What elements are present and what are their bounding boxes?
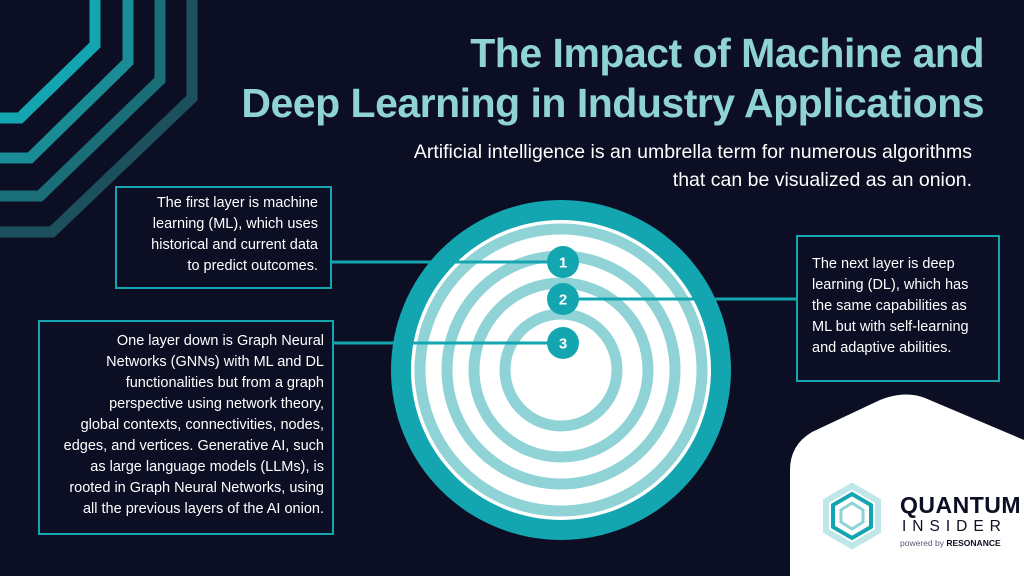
title-line-1: The Impact of Machine and [470,30,984,76]
page-subtitle: Artificial intelligence is an umbrella t… [292,138,972,194]
marker-1-label: 1 [559,255,567,272]
callout-3-line: as large language models (LLMs), is [90,459,324,475]
callout-2-line: ML but with self-learning [812,319,969,335]
callout-3-line: perspective using network theory, [109,396,324,412]
callout-machine-learning: The first layer is machine learning (ML)… [115,186,332,289]
marker-2-label: 2 [559,292,567,309]
marker-1 [547,246,579,278]
callout-3-line: Networks (GNNs) with ML and DL [106,354,324,370]
title-line-2: Deep Learning in Industry Applications [241,80,984,126]
callout-3-line: edges, and vertices. Generative AI, such [63,438,324,454]
logo-powered-by: powered by RESONANCE [900,538,1001,548]
logo-brand: RESONANCE [946,538,1001,548]
callout-deep-learning: The next layer is deep learning (DL), wh… [796,235,1000,382]
onion-ring-1 [414,223,708,517]
marker-3-label: 3 [559,336,567,353]
logo-subword: INSIDER [902,518,1007,535]
callout-graph-neural-networks: One layer down is Graph Neural Networks … [38,320,334,535]
callout-2-line: learning (DL), which has [812,277,969,293]
callout-3-line: all the previous layers of the AI onion. [82,501,324,517]
marker-3 [547,327,579,359]
subtitle-line-1: Artificial intelligence is an umbrella t… [413,141,972,163]
callout-2-line: and adaptive abilities. [812,340,952,356]
callout-1-line: to predict outcomes. [187,258,318,274]
callout-3-line: rooted in Graph Neural Networks, using [69,480,324,496]
hexagon-logo-icon [823,482,881,550]
subtitle-line-2: that can be visualized as an onion. [672,169,972,191]
callout-1-line: learning (ML), which uses [152,216,318,232]
onion-ring-3 [468,277,654,463]
logo-wordmark: QUANTUM [900,492,1022,518]
logo-powered-text: powered by [900,538,944,548]
onion-background-disc [411,220,711,520]
callout-2-line: the same capabilities as [812,298,967,314]
callout-3-line: functionalities but from a graph [125,375,324,391]
marker-2 [547,283,579,315]
page-title: The Impact of Machine and Deep Learning … [224,28,984,128]
callout-1-line: historical and current data [151,237,318,253]
callout-3-line: One layer down is Graph Neural [116,333,324,349]
callout-3-line: global contexts, connectivities, nodes, [80,417,324,433]
callout-2-line: The next layer is deep [812,256,955,272]
callout-1-line: The first layer is machine [156,195,318,211]
